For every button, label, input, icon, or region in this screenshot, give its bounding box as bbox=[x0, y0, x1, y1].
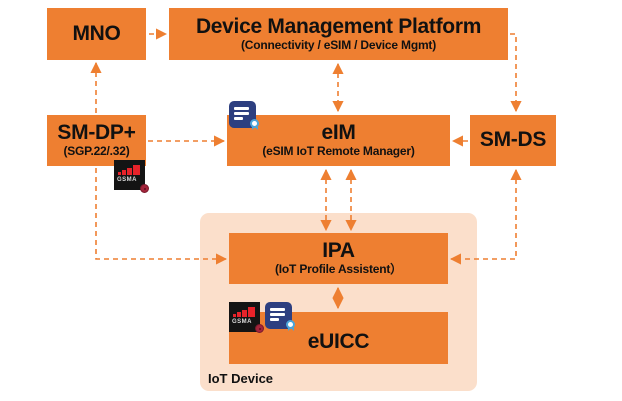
edge-smds-ipa bbox=[449, 168, 522, 265]
node-ipa-title: IPA bbox=[322, 239, 355, 263]
node-smdp-subtitle: (SGP.22/.32) bbox=[63, 144, 130, 159]
node-dmp-subtitle: (Connectivity / eSIM / Device Mgmt) bbox=[240, 37, 437, 52]
node-smds-title: SM-DS bbox=[479, 128, 547, 152]
seal-icon bbox=[255, 324, 264, 333]
node-device-management-platform: Device Management Platform (Connectivity… bbox=[169, 8, 508, 60]
seal-icon bbox=[140, 184, 149, 193]
certificate-icon bbox=[265, 302, 292, 329]
node-smdp-title: SM-DP+ bbox=[57, 121, 136, 145]
node-euicc: eUICC bbox=[229, 312, 448, 364]
node-euicc-title: eUICC bbox=[307, 329, 370, 353]
gsma-logo-icon: GSMA bbox=[229, 302, 260, 332]
certificate-icon bbox=[229, 101, 256, 128]
node-ipa: IPA (IoT Profile Assistent） bbox=[229, 233, 448, 284]
node-eim-title: eIM bbox=[321, 121, 356, 145]
edge-smdp-ipa bbox=[95, 168, 228, 265]
gsma-logo-icon: GSMA bbox=[114, 160, 145, 190]
node-dmp-title: Device Management Platform bbox=[195, 14, 482, 38]
edge-dmp-smds bbox=[510, 33, 522, 113]
gsma-logo-text: GSMA bbox=[117, 177, 137, 183]
node-ipa-subtitle: (IoT Profile Assistent） bbox=[275, 262, 402, 277]
node-mno-title: MNO bbox=[72, 21, 121, 45]
node-eim: eIM (eSIM IoT Remote Manager) bbox=[227, 115, 450, 166]
node-eim-subtitle: (eSIM IoT Remote Manager) bbox=[262, 144, 415, 159]
gsma-logo-text: GSMA bbox=[232, 319, 252, 325]
node-sm-dp-plus: SM-DP+ (SGP.22/.32) bbox=[47, 115, 146, 166]
iot-device-label: IoT Device bbox=[208, 371, 274, 386]
node-sm-ds: SM-DS bbox=[470, 115, 556, 166]
node-mno: MNO bbox=[47, 8, 146, 60]
